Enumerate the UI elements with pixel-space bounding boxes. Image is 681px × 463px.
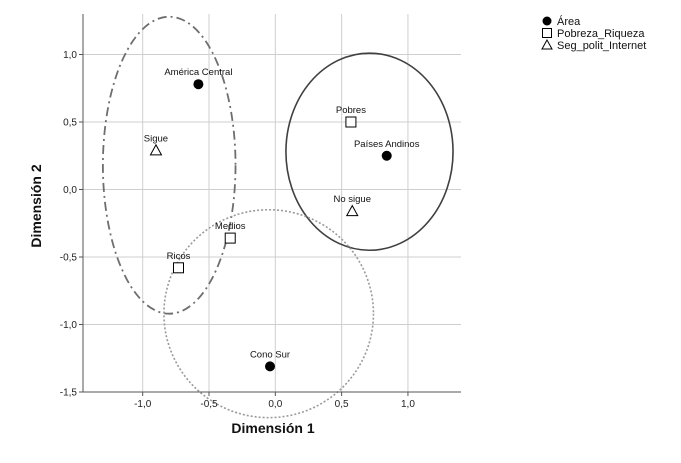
y-tick-label: -1,5 — [60, 388, 78, 399]
x-tick-label: 1,0 — [401, 399, 415, 410]
x-tick-label: -1,0 — [134, 399, 152, 410]
point-label: Cono Sur — [250, 349, 290, 360]
legend-label: Seg_polit_Internet — [557, 40, 646, 52]
legend-label: Área — [557, 15, 581, 28]
x-tick-label: 0,5 — [335, 399, 349, 410]
legend-marker-circle-filled — [542, 16, 552, 26]
x-tick-label: -0,5 — [200, 399, 218, 410]
data-points — [149, 79, 392, 372]
point-circle-filled — [381, 150, 392, 161]
point-square-open — [345, 116, 357, 128]
cluster-ellipse-solid — [285, 52, 454, 252]
point-square-open — [224, 232, 236, 244]
y-axis-title: Dimensión 2 — [28, 164, 44, 247]
y-tick-label: -0,5 — [60, 253, 78, 264]
point-label: Sigue — [144, 133, 168, 144]
y-tick-label: 0,5 — [63, 118, 77, 129]
y-tick-label: -1,0 — [60, 320, 78, 331]
y-axis-ticks: -1,5 -1,0 -0,5 0,0 0,5 1,0 — [60, 50, 83, 399]
cluster-ellipses — [101, 15, 454, 419]
point-label: América Central — [164, 67, 232, 78]
point-circle-filled — [265, 361, 276, 372]
point-label: Ricos — [167, 251, 191, 262]
legend-marker-square-open — [542, 28, 552, 38]
point-label: Medios — [215, 221, 246, 232]
point-circle-filled — [193, 79, 204, 90]
plot-frame — [82, 14, 461, 393]
point-triangle-open — [345, 204, 359, 217]
cluster-ellipse-dash-dot — [101, 15, 237, 315]
point-label: Pobres — [336, 105, 366, 116]
point-label: Países Andinos — [354, 139, 420, 150]
y-tick-label: 0,0 — [63, 185, 77, 196]
x-axis-title: Dimensión 1 — [231, 420, 314, 436]
y-tick-label: 1,0 — [63, 50, 77, 61]
legend-label: Pobreza_Riqueza — [557, 28, 645, 40]
legend-marker-triangle-open — [541, 39, 553, 50]
point-triangle-open — [149, 143, 163, 156]
point-label: No sigue — [333, 194, 371, 205]
grid-lines — [83, 14, 461, 393]
x-axis-ticks: -1,0 -0,5 0,0 0,5 1,0 — [134, 392, 415, 410]
x-tick-label: 0,0 — [268, 399, 282, 410]
point-square-open — [172, 262, 184, 274]
cluster-ellipse-dotted — [163, 208, 375, 419]
